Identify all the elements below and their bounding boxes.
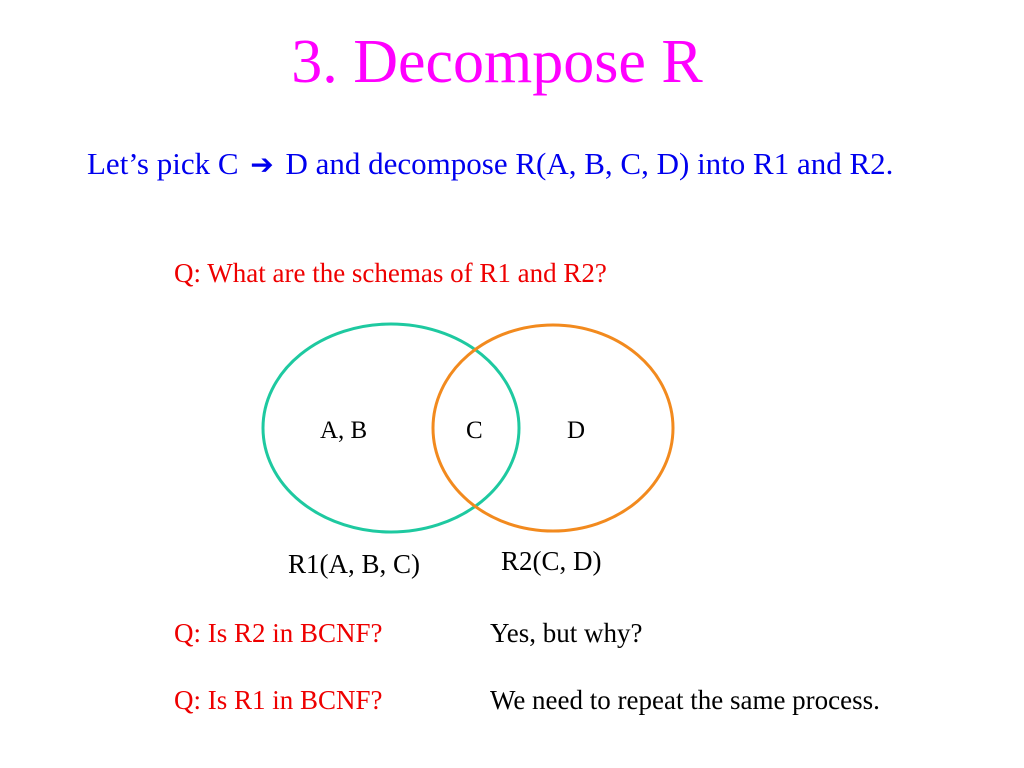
venn-label-right: D — [567, 417, 586, 444]
result-r1: R1(A, B, C) — [288, 549, 421, 579]
venn-label-middle: C — [466, 417, 483, 444]
question-r1-bcnf: Q: Is R1 in BCNF? — [174, 685, 383, 715]
right-arrow-icon: ➔ — [250, 148, 274, 181]
slide-title: 3. Decompose R — [291, 28, 703, 96]
venn-label-left: A, B — [320, 417, 368, 444]
intro-part1: Let’s pick C — [87, 146, 239, 181]
result-r2: R2(C, D) — [501, 546, 602, 576]
answer-r1-bcnf: We need to repeat the same process. — [490, 685, 880, 715]
question-r2-bcnf: Q: Is R2 in BCNF? — [174, 618, 383, 648]
answer-r2-bcnf: Yes, but why? — [490, 618, 643, 648]
venn-circle-r1 — [261, 322, 521, 534]
venn-circle-r2 — [431, 323, 675, 533]
intro-text: Let’s pick C ➔ D and decompose R(A, B, C… — [87, 143, 967, 186]
intro-part2: D and decompose R(A, B, C, D) into R1 an… — [285, 146, 894, 181]
question-schemas: Q: What are the schemas of R1 and R2? — [174, 258, 607, 288]
